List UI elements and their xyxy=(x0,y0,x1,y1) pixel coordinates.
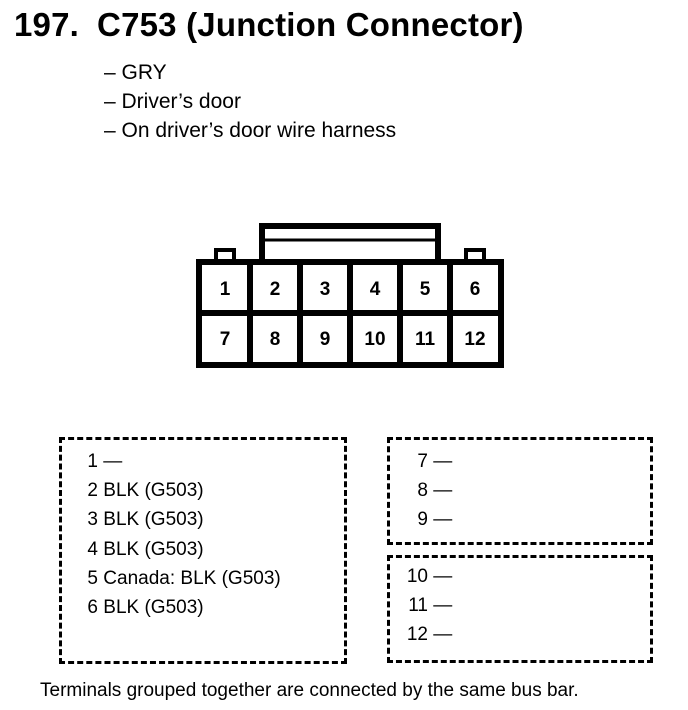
pin-description: BLK (G503) xyxy=(103,480,204,501)
pin-description: BLK (G503) xyxy=(103,539,204,560)
pin-row: 3 BLK (G503) xyxy=(80,508,204,532)
pin-row: 6 BLK (G503) xyxy=(80,596,204,620)
page-title: 197. C753 (Junction Connector) xyxy=(14,6,524,44)
connector-face-diagram: 1 2 3 4 5 6 7 8 9 10 11 12 xyxy=(196,223,504,368)
info-location: – Driver’s door xyxy=(104,90,241,113)
bus-bar-group-right-bottom xyxy=(387,555,653,663)
pin-label: 9 xyxy=(320,329,331,350)
pin-label: 5 xyxy=(420,279,431,300)
pin-label: 6 xyxy=(470,279,481,300)
pin-description: — xyxy=(433,509,453,530)
pin-number: 10 xyxy=(406,566,428,587)
bus-bar-footnote: Terminals grouped together are connected… xyxy=(40,680,579,701)
pin-label: 2 xyxy=(270,279,281,300)
pin-label: 1 xyxy=(220,279,231,300)
pin-description: — xyxy=(433,624,453,645)
bus-bar-group-left xyxy=(59,437,347,664)
pin-description: BLK (G503) xyxy=(103,597,204,618)
pin-row: 11 — xyxy=(398,594,452,618)
pin-number: 5 xyxy=(87,568,98,589)
connector-right-tab xyxy=(464,248,486,262)
bus-bar-group-right-top xyxy=(387,437,653,545)
pin-number: 9 xyxy=(417,509,428,530)
pin-description: Canada: BLK (G503) xyxy=(103,568,281,589)
pin-number: 6 xyxy=(87,597,98,618)
pin-row: 8 — xyxy=(398,479,452,503)
diagram-number: 197. xyxy=(14,6,80,43)
pin-number: 11 xyxy=(408,595,428,616)
pin-label: 4 xyxy=(370,279,381,300)
pin-description: — xyxy=(433,566,453,587)
pin-number: 3 xyxy=(87,509,98,530)
pin-number: 4 xyxy=(87,539,98,560)
pin-number: 7 xyxy=(417,451,428,472)
pin-row: 12 — xyxy=(398,623,452,647)
pin-label: 3 xyxy=(320,279,331,300)
pin-number: 1 xyxy=(87,451,98,472)
pin-label: 7 xyxy=(220,329,231,350)
pin-number: 12 xyxy=(406,624,428,645)
pin-row: 9 — xyxy=(398,508,452,532)
connector-latch xyxy=(259,223,441,262)
connector-title: C753 (Junction Connector) xyxy=(97,6,524,43)
info-color: – GRY xyxy=(104,61,167,84)
pin-description: BLK (G503) xyxy=(103,509,204,530)
pin-number: 8 xyxy=(417,480,428,501)
pin-row: 10 — xyxy=(398,565,452,589)
pin-description: — xyxy=(103,451,123,472)
connector-left-tab xyxy=(214,248,236,262)
pin-number: 2 xyxy=(87,480,98,501)
pin-row: 7 — xyxy=(398,450,452,474)
pin-description: — xyxy=(433,480,453,501)
pin-label: 12 xyxy=(464,329,485,350)
pin-row: 2 BLK (G503) xyxy=(80,479,204,503)
pin-row: 4 BLK (G503) xyxy=(80,538,204,562)
pin-row: 5 Canada: BLK (G503) xyxy=(80,567,281,591)
pin-label: 10 xyxy=(364,329,385,350)
info-harness: – On driver’s door wire harness xyxy=(104,119,397,142)
connector-info-list: – GRY – Driver’s door – On driver’s door… xyxy=(104,58,396,145)
pin-description: — xyxy=(433,595,453,616)
pin-label: 11 xyxy=(415,329,436,350)
pin-row: 1 — xyxy=(80,450,122,474)
pin-description: — xyxy=(433,451,453,472)
pin-label: 8 xyxy=(270,329,281,350)
